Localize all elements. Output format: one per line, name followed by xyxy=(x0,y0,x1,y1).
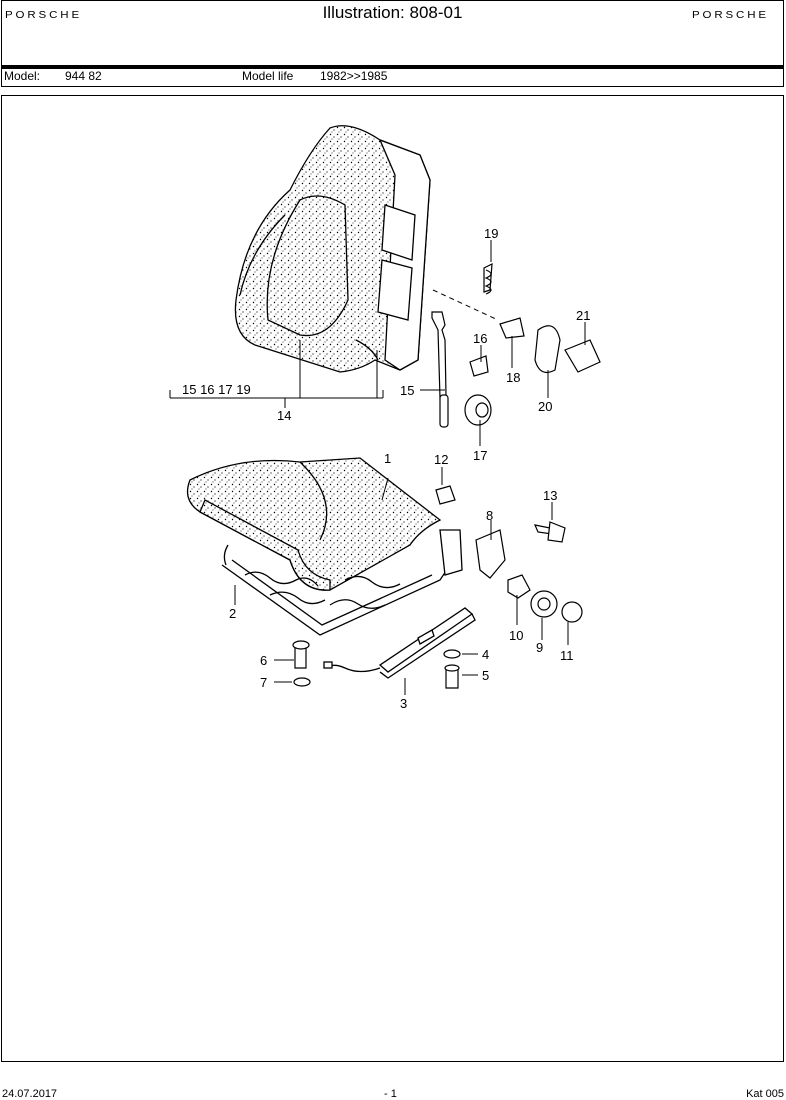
backrest-part xyxy=(234,125,431,373)
callout-group-15-16-17-19: 15 16 17 19 xyxy=(182,382,251,397)
callout-5: 5 xyxy=(482,668,489,683)
callout-7: 7 xyxy=(260,675,267,690)
callout-2: 2 xyxy=(229,606,236,621)
brand-logo-right: PORSCHE xyxy=(692,10,769,21)
page-title: Illustration: 808-01 xyxy=(322,3,463,22)
callout-18: 18 xyxy=(506,370,520,385)
callout-6: 6 xyxy=(260,653,267,668)
callout-14: 14 xyxy=(277,408,291,423)
header-rule xyxy=(1,66,784,69)
seat-frame-part xyxy=(221,529,463,636)
model-value: 944 82 xyxy=(65,69,102,83)
footer-page: - 1 xyxy=(384,1088,397,1100)
callout-10: 10 xyxy=(509,628,523,643)
callout-13: 13 xyxy=(543,488,557,503)
model-label: Model: xyxy=(4,69,41,83)
callout-16: 16 xyxy=(473,331,487,346)
callout-15: 15 xyxy=(400,383,414,398)
callout-labels: 1 2 3 4 5 6 7 8 9 10 11 12 13 14 15 16 1… xyxy=(182,226,590,711)
callout-4: 4 xyxy=(482,647,489,662)
header-box: PORSCHE Illustration: 808-01 PORSCHE xyxy=(1,0,784,66)
callout-8: 8 xyxy=(486,508,493,523)
footer-catalog: Kat 005 xyxy=(746,1088,784,1100)
seat-cushion-part xyxy=(186,457,442,591)
callout-9: 9 xyxy=(536,640,543,655)
callout-19: 19 xyxy=(484,226,498,241)
leader-lines xyxy=(169,240,586,695)
callout-11: 11 xyxy=(560,648,574,663)
model-row: Model: 944 82 Model life 1982>>1985 xyxy=(1,68,784,87)
model-life-value: 1982>>1985 xyxy=(320,69,388,83)
callout-17: 17 xyxy=(473,448,487,463)
brand-logo-left: PORSCHE xyxy=(5,10,82,21)
callout-12: 12 xyxy=(434,452,448,467)
callout-21: 21 xyxy=(576,308,590,323)
callout-3: 3 xyxy=(400,696,407,711)
hardware-parts xyxy=(292,262,601,689)
footer-date: 24.07.2017 xyxy=(2,1088,58,1100)
model-life-label: Model life xyxy=(242,69,294,83)
illustration-frame xyxy=(1,95,784,1062)
callout-20: 20 xyxy=(538,399,552,414)
seat-rail-part xyxy=(323,607,476,679)
callout-1: 1 xyxy=(384,451,391,466)
